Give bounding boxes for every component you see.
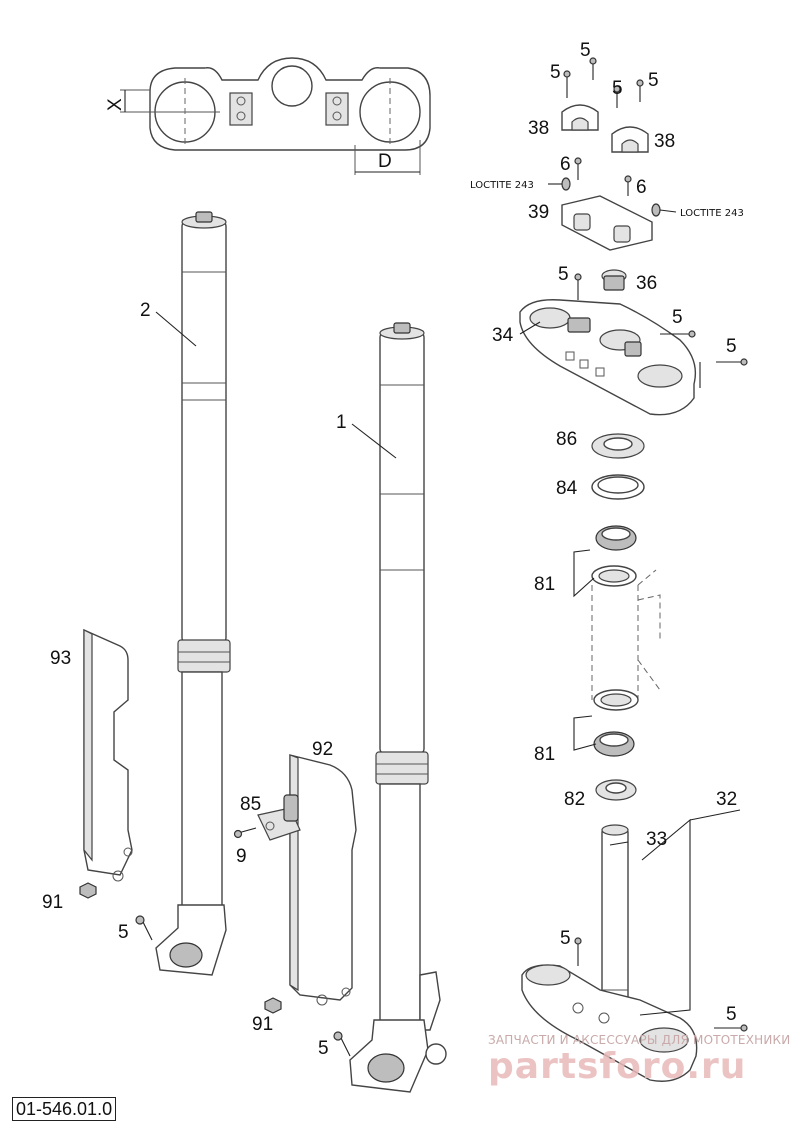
fork-guard-92 (289, 754, 357, 1006)
loctite-leader-right (659, 209, 677, 213)
lower-triple-clamp-32 (521, 964, 698, 1082)
callout-5-side-a: 5 (672, 307, 683, 328)
head-tube-outline-frame (637, 569, 661, 691)
leader-81-lower (573, 715, 597, 751)
steering-stem-33 (601, 824, 629, 1021)
triple-clamp-detail (120, 57, 431, 175)
callout-2: 2 (140, 300, 151, 321)
callout-5-side-b: 5 (726, 336, 737, 357)
dimension-d-label: D (378, 151, 392, 172)
callout-5-lower-clamp: 5 (726, 1004, 737, 1025)
callout-39: 39 (528, 202, 549, 223)
callout-81-upper: 81 (534, 574, 555, 595)
seal-82 (595, 779, 637, 801)
loctite-label-right: LOCTITE 243 (680, 208, 744, 219)
callout-91-right: 91 (252, 1014, 273, 1035)
callout-92: 92 (312, 739, 333, 760)
callout-93: 93 (50, 648, 71, 669)
watermark-logo: partsforo.ru (488, 1046, 747, 1087)
bolt-5-lower-clamp (714, 1024, 748, 1032)
leader-32-label (689, 809, 741, 821)
bolt-5-side-b (699, 358, 748, 388)
callout-32: 32 (716, 789, 737, 810)
bolt-5-side-a (660, 330, 696, 338)
bolt-5-stem (574, 937, 582, 966)
callout-5-left: 5 (118, 922, 129, 943)
ring-84 (591, 474, 645, 500)
handlebar-clamp-38-right (611, 126, 649, 153)
callout-5-stem: 5 (560, 928, 571, 949)
callout-38-left: 38 (528, 118, 549, 139)
callout-5-top-c: 5 (612, 78, 623, 99)
callout-5-bottom: 5 (318, 1038, 329, 1059)
callout-6-left: 6 (560, 154, 571, 175)
loctite-label-left: LOCTITE 243 (470, 180, 534, 191)
callout-9: 9 (236, 846, 247, 867)
screw-91-right (264, 997, 282, 1014)
dust-seal-86 (591, 433, 645, 459)
callout-84: 84 (556, 478, 578, 499)
watermark-subtitle: ЗАПЧАСТИ И АКСЕССУАРЫ ДЛЯ МОТОТЕХНИКИ (488, 1033, 791, 1047)
leader-lines (155, 311, 629, 846)
callout-36: 36 (636, 273, 657, 294)
screw-5-bottom (333, 1031, 351, 1057)
callout-5-upper-clamp: 5 (558, 264, 569, 285)
upper-triple-clamp-34 (519, 299, 697, 416)
callout-38-right: 38 (654, 131, 675, 152)
callout-82: 82 (564, 789, 585, 810)
fork-leg-1 (349, 322, 447, 1093)
fork-guard-93 (83, 628, 133, 882)
bolt-6-right (624, 175, 661, 217)
bracket-39 (561, 195, 653, 251)
bolt-6-left (561, 157, 582, 191)
callout-6-right: 6 (636, 177, 647, 198)
callout-86: 86 (556, 429, 577, 450)
dimension-x-label: X (105, 98, 126, 111)
callout-5-top-a: 5 (580, 40, 591, 61)
bolt-5-upper (574, 273, 582, 300)
callout-1: 1 (336, 412, 347, 433)
callout-81-lower: 81 (534, 744, 555, 765)
screw-5-left (135, 915, 153, 941)
callout-34: 34 (492, 325, 514, 346)
callout-5-top-b: 5 (550, 62, 561, 83)
handlebar-clamp-38-left (561, 104, 599, 131)
leader-32 (639, 818, 691, 1016)
diagram-reference-number: 01-546.01.0 (12, 1097, 117, 1121)
callout-85: 85 (240, 794, 261, 815)
fork-leg-2 (155, 211, 231, 976)
leader-81-upper (573, 549, 595, 598)
callout-5-top-d: 5 (648, 70, 659, 91)
bolts-5-top (563, 57, 644, 108)
callout-91-left: 91 (42, 892, 63, 913)
steering-nut-36 (601, 269, 627, 291)
bearing-81-upper (591, 525, 637, 587)
callout-33: 33 (646, 829, 667, 850)
brake-line-clamp-85 (233, 794, 301, 841)
bearing-81-lower (593, 689, 639, 757)
screw-91-left (79, 882, 97, 899)
